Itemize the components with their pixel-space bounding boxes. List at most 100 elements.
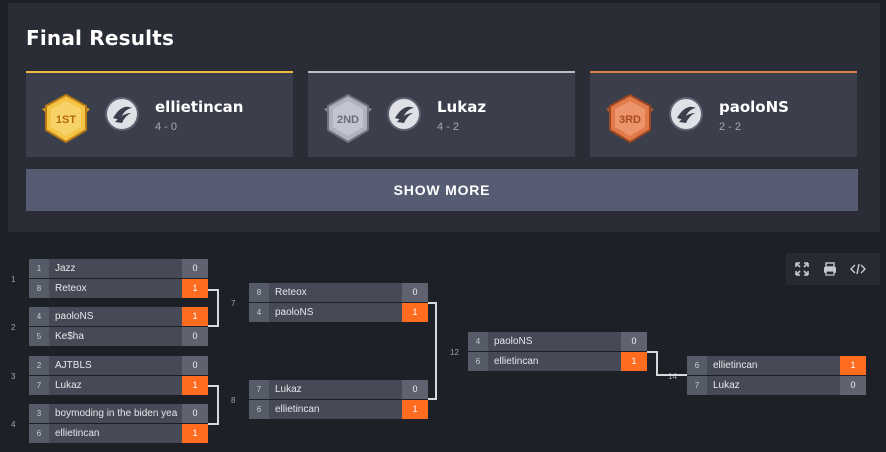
- score: 1: [182, 279, 208, 298]
- bracket-slot[interactable]: 8 Reteox 0: [249, 283, 428, 302]
- bracket-slot[interactable]: 6 ellietincan 1: [687, 356, 866, 375]
- score: 0: [182, 404, 208, 423]
- score: 1: [840, 356, 866, 375]
- silver-medal-icon: 2ND: [324, 93, 372, 144]
- score: 1: [182, 307, 208, 326]
- first-place-card[interactable]: 1ST ellietincan 4 - 0: [26, 71, 293, 157]
- match-number: 8: [231, 396, 236, 405]
- bracket-slot[interactable]: 6 ellietincan 1: [468, 352, 647, 371]
- team-logo-icon: [387, 97, 421, 131]
- connector-line: [208, 385, 218, 387]
- team-logo-icon: [105, 97, 139, 131]
- final-results-panel: Final Results 1ST ellietincan 4 - 0 2ND …: [8, 3, 880, 232]
- bracket-slot[interactable]: 6 ellietincan 1: [249, 400, 428, 419]
- bracket-slot[interactable]: 4 paoloNS 1: [249, 303, 428, 322]
- connector-line: [647, 351, 657, 353]
- seed: 6: [468, 352, 488, 371]
- score: 1: [402, 303, 428, 322]
- show-more-button[interactable]: SHOW MORE: [26, 169, 858, 211]
- connector-line: [656, 374, 687, 376]
- connector-line: [428, 398, 436, 400]
- score: 0: [182, 356, 208, 375]
- score: 0: [402, 380, 428, 399]
- seed: 6: [249, 400, 269, 419]
- second-place-record: 4 - 2: [437, 121, 460, 133]
- team-name: Ke$ha: [55, 331, 84, 342]
- medal-label: 3RD: [619, 114, 641, 126]
- seed: 4: [29, 307, 49, 326]
- bracket-toolbar: [786, 253, 880, 285]
- team-logo-icon: [669, 97, 703, 131]
- team-name: ellietincan: [713, 360, 758, 371]
- print-icon[interactable]: [822, 261, 838, 277]
- team-name: ellietincan: [494, 356, 539, 367]
- bracket-slot[interactable]: 7 Lukaz 0: [687, 376, 866, 395]
- bracket-slot[interactable]: 7 Lukaz 1: [29, 376, 208, 395]
- fullscreen-icon[interactable]: [794, 261, 810, 277]
- bracket-slot[interactable]: 3 boymoding in the biden yea 0: [29, 404, 208, 423]
- match-number: 7: [231, 299, 236, 308]
- third-place-name: paoloNS: [719, 98, 789, 116]
- bracket-slot[interactable]: 6 ellietincan 1: [29, 424, 208, 443]
- medal-label: 1ST: [56, 114, 76, 126]
- match-number: 1: [11, 275, 16, 284]
- bracket-slot[interactable]: 5 Ke$ha 0: [29, 327, 208, 346]
- connector-line: [208, 325, 218, 327]
- score: 1: [182, 376, 208, 395]
- bracket-slot[interactable]: 4 paoloNS 0: [468, 332, 647, 351]
- seed: 6: [29, 424, 49, 443]
- connector-line: [217, 289, 219, 327]
- third-place-card[interactable]: 3RD paoloNS 2 - 2: [590, 71, 857, 157]
- seed: 1: [29, 259, 49, 278]
- connector-line: [428, 302, 436, 304]
- score: 0: [182, 259, 208, 278]
- team-name: paoloNS: [275, 307, 314, 318]
- bracket-slot[interactable]: 2 AJTBLS 0: [29, 356, 208, 375]
- seed: 7: [687, 376, 707, 395]
- seed: 4: [249, 303, 269, 322]
- seed: 8: [29, 279, 49, 298]
- page-title: Final Results: [26, 26, 175, 50]
- bracket: 1 2 3 4 7 8 12 14 1 Jazz 0 8 Reteox 1 4 …: [0, 240, 886, 452]
- match-number: 14: [668, 372, 677, 381]
- score: 0: [182, 327, 208, 346]
- embed-code-icon[interactable]: [850, 261, 866, 277]
- team-name: ellietincan: [55, 428, 100, 439]
- team-name: Jazz: [55, 263, 76, 274]
- team-name: Lukaz: [713, 380, 740, 391]
- team-name: Lukaz: [275, 384, 302, 395]
- team-name: ellietincan: [275, 404, 320, 415]
- bracket-slot[interactable]: 7 Lukaz 0: [249, 380, 428, 399]
- score: 0: [402, 283, 428, 302]
- team-name: paoloNS: [55, 311, 94, 322]
- third-place-record: 2 - 2: [719, 121, 742, 133]
- score: 1: [621, 352, 647, 371]
- connector-line: [656, 351, 658, 375]
- seed: 3: [29, 404, 49, 423]
- first-place-name: ellietincan: [155, 98, 244, 116]
- team-name: Reteox: [55, 283, 87, 294]
- seed: 8: [249, 283, 269, 302]
- connector-line: [208, 423, 218, 425]
- team-name: Reteox: [275, 287, 307, 298]
- connector-line: [435, 302, 437, 400]
- seed: 7: [249, 380, 269, 399]
- gold-medal-icon: 1ST: [42, 93, 90, 144]
- team-name: Lukaz: [55, 380, 82, 391]
- connector-line: [217, 385, 219, 425]
- bracket-slot[interactable]: 1 Jazz 0: [29, 259, 208, 278]
- bracket-slot[interactable]: 4 paoloNS 1: [29, 307, 208, 326]
- bracket-slot[interactable]: 8 Reteox 1: [29, 279, 208, 298]
- seed: 5: [29, 327, 49, 346]
- seed: 7: [29, 376, 49, 395]
- team-name: AJTBLS: [55, 360, 92, 371]
- score: 0: [621, 332, 647, 351]
- team-name: paoloNS: [494, 336, 533, 347]
- match-number: 3: [11, 372, 16, 381]
- bronze-medal-icon: 3RD: [606, 93, 654, 144]
- second-place-card[interactable]: 2ND Lukaz 4 - 2: [308, 71, 575, 157]
- match-number: 2: [11, 323, 16, 332]
- match-number: 4: [11, 420, 16, 429]
- team-name: boymoding in the biden yea: [55, 408, 178, 419]
- connector-line: [208, 289, 218, 291]
